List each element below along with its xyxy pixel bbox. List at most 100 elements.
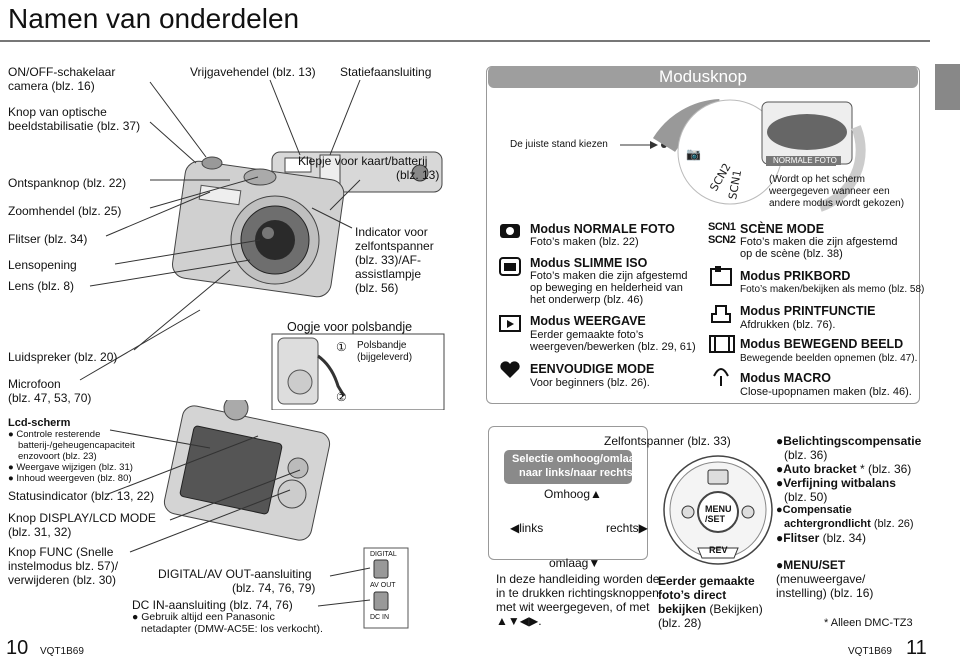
label-zoom: Zoomhendel (blz. 25) <box>8 204 122 218</box>
label-card-line1: Klepje voor kaart/batterij <box>298 154 428 168</box>
lcd-bullet-1-line1: Controle resterende <box>16 429 101 440</box>
label-av-line2: (blz. 74, 76, 79) <box>232 581 316 595</box>
label-card-line2: (blz. 13) <box>396 168 440 182</box>
mode-movie-title: Modus BEWEGEND BEELD <box>740 337 904 351</box>
lcd-bullet-2-text: Weergave wijzigen (blz. 31) <box>16 462 133 473</box>
rl-menu-line2: (menuweergave/ <box>776 572 866 586</box>
label-indicator-line5: (blz. 56) <box>355 281 399 295</box>
mode-icons-left <box>499 224 521 378</box>
mode-playback-desc-line1: Eerder gemaakte foto’s <box>530 329 644 341</box>
lcd-bullet-3-text: Inhoud weergeven (blz. 80) <box>16 473 132 484</box>
mode-normal-desc: Foto’s maken (blz. 22) <box>530 236 639 248</box>
select-line1: Selectie omhoog/omlaag/ <box>512 453 645 465</box>
rl-menu: ●MENU/SET <box>776 558 846 572</box>
rl-menu-line3: instelling) (blz. 16) <box>776 586 874 600</box>
lcd-bullet-3: ● Inhoud weergeven (blz. 80) <box>8 473 132 484</box>
mode-playback-desc-line2: weergeven/bewerken (blz. 29, 61) <box>530 341 696 353</box>
footer-right-code: VQT1B69 <box>848 646 892 657</box>
label-lens: Lens (blz. 8) <box>8 279 75 293</box>
mode-scene-desc-line2: op de scène (blz. 38) <box>740 248 843 260</box>
screen-normal-foto-label: NORMALE FOTO <box>769 156 841 165</box>
rl-item4-line1: Compensatie <box>782 504 852 516</box>
rl-item2-bold: Auto bracket <box>783 462 857 476</box>
recent-line3-bold: bekijken <box>658 602 707 616</box>
rl-item4-bold: achtergrondlicht <box>784 518 871 530</box>
pad-menu-line1[interactable]: MENU <box>705 504 732 514</box>
mode-scene-title: SCÈNE MODE <box>740 222 825 236</box>
label-up: Omhoog▲ <box>544 487 602 501</box>
select-box <box>504 450 632 484</box>
rl-item5-rest: (blz. 34) <box>819 531 866 545</box>
label-display-line2: (blz. 31, 32) <box>8 525 72 539</box>
mode-iso-title: Modus SLIMME ISO <box>530 256 648 270</box>
footer-left-code: VQT1B69 <box>40 646 84 657</box>
mode-normal-title: Modus NORMALE FOTO <box>530 222 675 236</box>
rl-item1-line2: (blz. 36) <box>784 448 828 462</box>
label-av-line1: DIGITAL/AV OUT-aansluiting <box>158 567 312 581</box>
cursor-pad-illustration <box>663 455 773 565</box>
svg-text:SCN1: SCN1 <box>726 169 744 201</box>
screen-note-line2: weergegeven wanneer een <box>769 186 890 197</box>
label-shutter: Ontspanknop (blz. 22) <box>8 176 127 190</box>
label-lens-opening: Lensopening <box>8 258 77 272</box>
pad-rev-button[interactable]: REV <box>709 545 728 555</box>
side-tab <box>935 64 960 110</box>
label-tripod: Statiefaansluiting <box>340 65 432 79</box>
scn1-icon: SCN1 <box>708 221 736 233</box>
mode-choose-label: De juiste stand kiezen <box>510 139 608 150</box>
label-ois-line1: Knop van optische <box>8 105 107 119</box>
back-camera-illustration <box>107 400 409 629</box>
mode-clipboard-desc: Foto’s maken/bekijken als memo (blz. 58) <box>740 284 925 295</box>
label-dc-line2: ● Gebruik altijd een Panasonic <box>132 611 275 623</box>
recent-line4: (blz. 28) <box>658 616 702 630</box>
lcd-title: Lcd-scherm <box>8 417 71 429</box>
pad-menu-line2[interactable]: /SET <box>705 514 726 524</box>
port-avout: AV OUT <box>370 582 396 589</box>
rl-note: * Alleen DMC-TZ3 <box>824 617 913 629</box>
note-line4: ▲▼◀▶. <box>496 614 542 628</box>
label-strap-title: Oogje voor polsbandje <box>287 320 413 334</box>
recent-line3-rest: (Bekijken) <box>706 602 763 616</box>
page-title: Namen van onderdelen <box>8 3 300 34</box>
front-camera-illustration <box>172 151 445 410</box>
rl-item3-line2: (blz. 50) <box>784 490 828 504</box>
label-status: Statusindicator (blz. 13, 22) <box>8 489 155 503</box>
rl-item4-line2: achtergrondlicht (blz. 26) <box>784 517 914 531</box>
note-line3: met wit weergegeven, of met <box>496 600 650 614</box>
label-func-line2: instelmodus blz. 57)/ <box>8 559 119 573</box>
mode-icons-right <box>709 266 735 386</box>
select-line2: naar links/naar rechts <box>519 467 633 479</box>
recent-line1: Eerder gemaakte <box>658 574 755 588</box>
label-onoff-line2: camera (blz. 16) <box>8 79 95 93</box>
title-rule <box>0 40 930 42</box>
label-mic-line1: Microfoon <box>8 377 61 391</box>
lcd-bullet-1-line3: enzovoort (blz. 23) <box>18 451 97 462</box>
label-indicator-line3: (blz. 33)/AF- <box>355 253 422 267</box>
note-line2: in te drukken richtingsknoppen <box>496 586 659 600</box>
lcd-bullet-2: ● Weergave wijzigen (blz. 31) <box>8 462 133 473</box>
mode-macro-desc: Close-upopnamen maken (blz. 46). <box>740 386 912 398</box>
label-selftimer: Zelfontspanner (blz. 33) <box>604 434 731 448</box>
rl-item4-rest: (blz. 26) <box>870 518 914 530</box>
mode-iso-desc-line3: het onderwerp (blz. 46) <box>530 294 644 306</box>
svg-text:📷: 📷 <box>686 147 701 161</box>
label-dc-line3: netadapter (DMW-AC5E: los verkocht). <box>141 623 323 635</box>
mode-print-desc: Afdrukken (blz. 76). <box>740 319 836 331</box>
label-speaker: Luidspreker (blz. 20) <box>8 350 118 364</box>
rl-item2: ●Auto bracket * (blz. 36) <box>776 462 912 476</box>
mode-movie-desc: Bewegende beelden opnemen (blz. 47). <box>740 353 918 364</box>
label-strap-line2: (bijgeleverd) <box>357 352 413 363</box>
scn2-icon: SCN2 <box>708 234 736 246</box>
rl-item5-bold: Flitser <box>783 531 820 545</box>
port-dcin: DC IN <box>370 614 390 621</box>
strap-num-2: ② <box>336 390 347 404</box>
rl-item2-rest: * (blz. 36) <box>856 462 912 476</box>
front-leader-lines <box>79 79 361 381</box>
label-left: ◀links <box>510 521 544 535</box>
footer-left-page: 10 <box>6 637 29 659</box>
label-down: omlaag▼ <box>549 556 601 570</box>
lcd-bullet-1: ● Controle resterende <box>8 429 101 440</box>
recent-line2: foto’s direct <box>658 588 727 602</box>
label-flash: Flitser (blz. 34) <box>8 232 88 246</box>
label-indicator-line1: Indicator voor <box>355 225 428 239</box>
